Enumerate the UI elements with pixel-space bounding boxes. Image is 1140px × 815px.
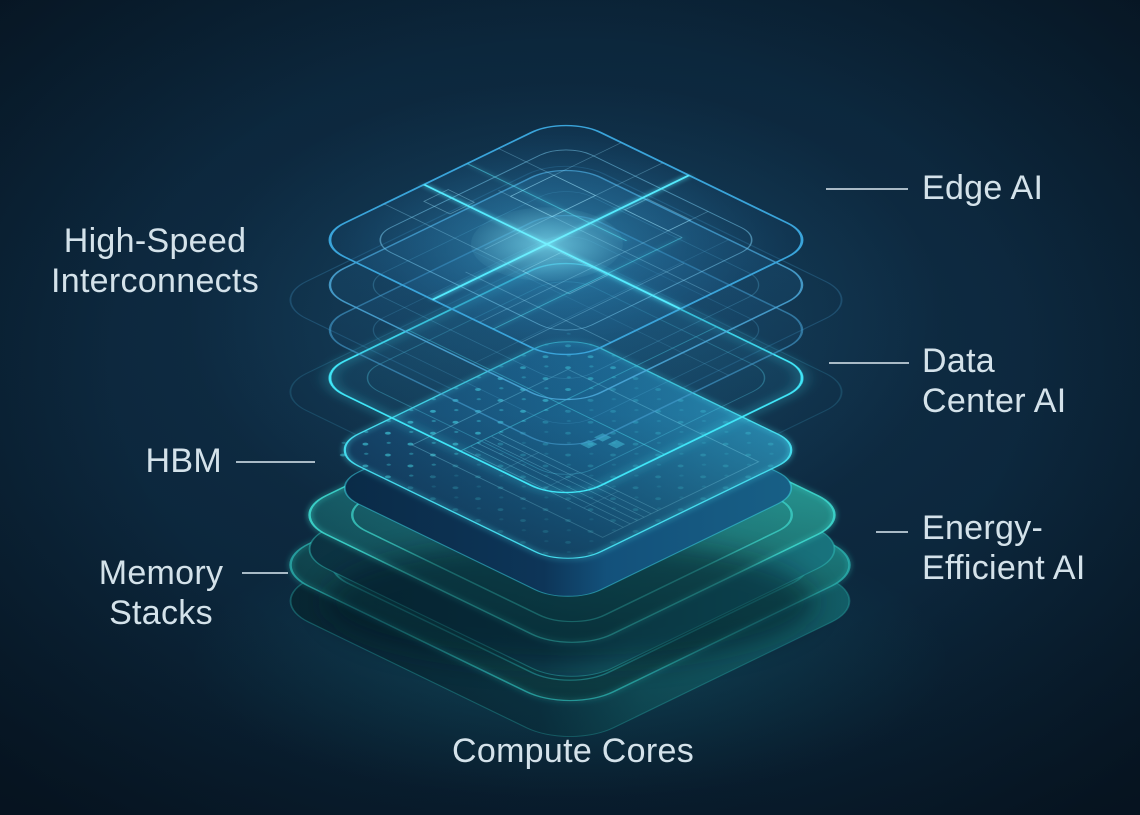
- leader-memory-stacks: [242, 572, 288, 574]
- label-line: Center AI: [922, 382, 1067, 420]
- label-line: Compute Cores: [452, 732, 694, 770]
- label-edge-ai: Edge AI: [922, 168, 1043, 208]
- label-line: Energy-: [922, 509, 1044, 547]
- leader-energy-efficient-ai: [876, 531, 908, 533]
- label-line: Memory: [98, 554, 224, 592]
- label-line: Data: [922, 342, 996, 380]
- label-energy-efficient-ai: Energy- Efficient AI: [922, 508, 1086, 588]
- label-memory-stacks: Memory Stacks: [15, 553, 307, 633]
- label-compute-cores: Compute Cores: [420, 731, 726, 771]
- label-line: Interconnects: [50, 262, 260, 300]
- leader-hbm: [236, 461, 315, 463]
- label-line: Efficient AI: [922, 549, 1086, 587]
- label-line: High-Speed: [63, 222, 247, 260]
- label-high-speed-interconnects: High-Speed Interconnects: [15, 221, 295, 301]
- leader-edge-ai: [826, 188, 908, 190]
- leader-data-center-ai: [829, 362, 909, 364]
- label-data-center-ai: Data Center AI: [922, 341, 1066, 421]
- label-hbm: HBM: [100, 441, 222, 481]
- label-line: Edge AI: [922, 169, 1044, 207]
- label-line: Stacks: [109, 594, 213, 632]
- label-line: HBM: [145, 442, 222, 480]
